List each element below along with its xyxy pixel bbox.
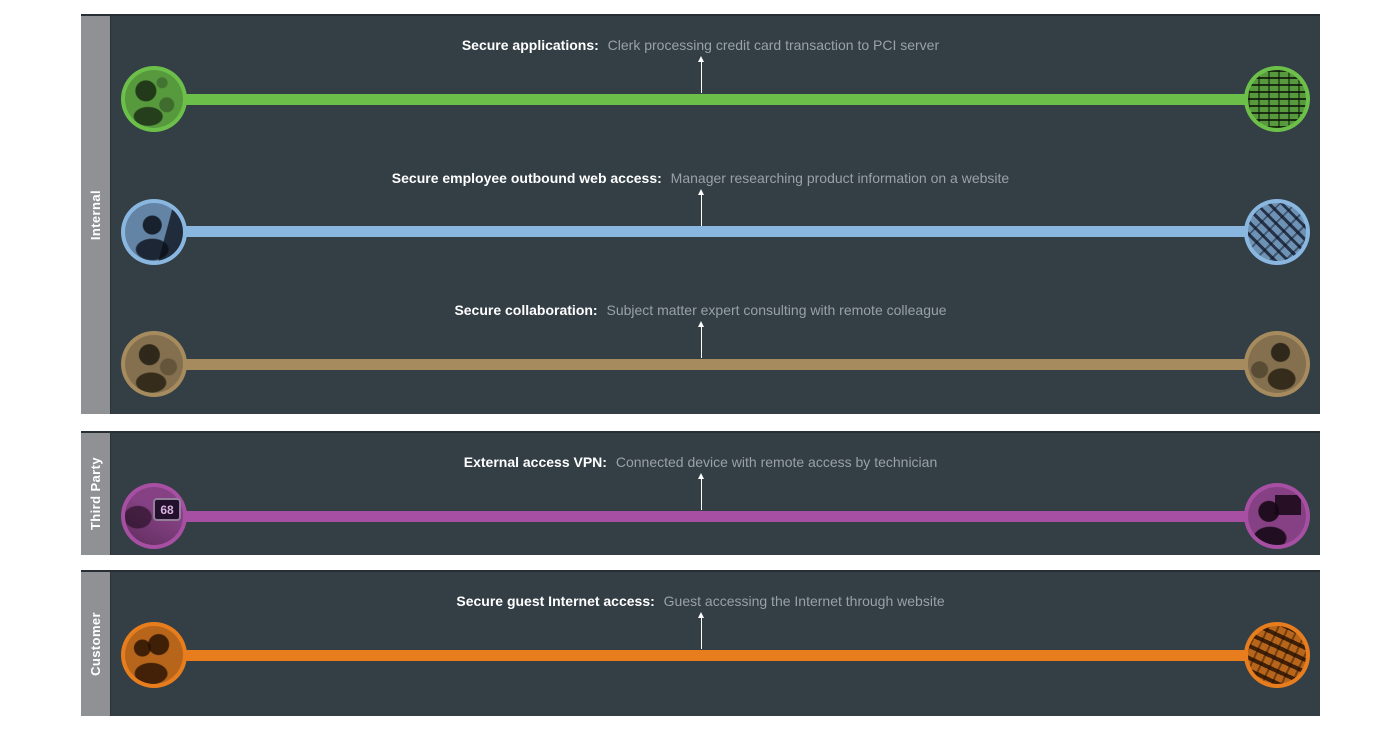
connection-employee-web-access: [121, 198, 1310, 265]
scenario-title-description: Connected device with remote access by t…: [615, 454, 938, 470]
guests-with-phone-photo: [121, 622, 187, 688]
scenario-title: Secure guest Internet access: Guest acce…: [81, 593, 1320, 609]
scenario-title-description: Clerk processing credit card transaction…: [607, 37, 940, 53]
remote-colleague-photo: [1244, 331, 1310, 398]
photo-duotone: [125, 626, 183, 684]
connection-secure-collaboration: [121, 331, 1310, 398]
scenario-title: Secure employee outbound web access: Man…: [81, 170, 1320, 186]
photo-duotone: [1248, 202, 1306, 261]
scenario-employee-web-access: Secure employee outbound web access: Man…: [81, 149, 1320, 282]
customer-scenarios: Secure guest Internet access: Guest acce…: [81, 572, 1320, 716]
website-circuit-board-photo: [1244, 198, 1310, 265]
scenario-title: Secure applications: Clerk processing cr…: [81, 37, 1320, 53]
group-strip-third-party: Third Party: [81, 433, 111, 555]
scenario-guest-internet-access: Secure guest Internet access: Guest acce…: [81, 572, 1320, 716]
scenario-secure-collaboration: Secure collaboration: Subject matter exp…: [81, 281, 1320, 414]
secure-link-line: [181, 93, 1250, 105]
scenario-title-bold: Secure collaboration:: [454, 302, 598, 319]
connection-guest-internet-access: [121, 622, 1310, 688]
manager-at-desk-photo: [121, 198, 187, 265]
internal-scenarios: Secure applications: Clerk processing cr…: [81, 16, 1320, 414]
pci-server-rack-photo: [1244, 66, 1310, 132]
panel-third-party: Third Party External access VPN: Connect…: [81, 431, 1320, 555]
secure-link-line: [181, 649, 1250, 661]
secure-link-line: [181, 510, 1250, 522]
photo-duotone: [1248, 487, 1306, 545]
group-label-third-party: Third Party: [88, 457, 103, 531]
device-screen-readout: 68: [153, 498, 181, 521]
scenario-title-description: Manager researching product information …: [670, 169, 1010, 186]
subject-matter-expert-photo: [121, 331, 187, 398]
scenario-title-bold: Secure guest Internet access:: [456, 593, 655, 609]
scenario-title-description: Guest accessing the Internet through web…: [663, 593, 945, 609]
photo-duotone: [125, 202, 183, 261]
scenario-external-access-vpn: External access VPN: Connected device wi…: [81, 433, 1320, 555]
up-arrow-icon: [697, 612, 704, 649]
connected-thermostat-device-photo: 68: [121, 483, 187, 549]
up-arrow-icon: [697, 56, 704, 93]
third-party-scenarios: External access VPN: Connected device wi…: [81, 433, 1320, 555]
group-label-internal: Internal: [88, 189, 103, 241]
scenario-title-bold: Secure applications:: [461, 37, 599, 53]
scenario-title-description: Subject matter expert consulting with re…: [606, 302, 947, 319]
scenario-title-bold: External access VPN:: [463, 454, 607, 470]
up-arrow-icon: [697, 188, 704, 226]
clerk-with-customer-photo: [121, 66, 187, 132]
group-strip-customer: Customer: [81, 572, 111, 716]
connection-secure-applications: [121, 66, 1310, 132]
scenario-title: External access VPN: Connected device wi…: [81, 454, 1320, 470]
up-arrow-icon: [697, 321, 704, 359]
photo-duotone: [1248, 626, 1306, 684]
photo-duotone: [1248, 70, 1306, 128]
photo-duotone: [1248, 335, 1306, 394]
up-arrow-icon: [697, 473, 704, 510]
secure-link-line: [181, 358, 1250, 370]
connection-external-access-vpn: 68: [121, 483, 1310, 549]
network-equipment-photo: [1244, 622, 1310, 688]
photo-duotone: [125, 335, 183, 394]
group-strip-internal: Internal: [81, 16, 111, 414]
panel-customer: Customer Secure guest Internet access: G…: [81, 570, 1320, 716]
panel-internal: Internal Secure applications: Clerk proc…: [81, 14, 1320, 414]
photo-duotone: [125, 70, 183, 128]
scenario-title: Secure collaboration: Subject matter exp…: [81, 302, 1320, 318]
group-label-customer: Customer: [88, 612, 103, 676]
scenario-title-bold: Secure employee outbound web access:: [391, 169, 662, 186]
scenario-secure-applications: Secure applications: Clerk processing cr…: [81, 16, 1320, 149]
secure-link-line: [181, 226, 1250, 238]
remote-technician-photo: [1244, 483, 1310, 549]
